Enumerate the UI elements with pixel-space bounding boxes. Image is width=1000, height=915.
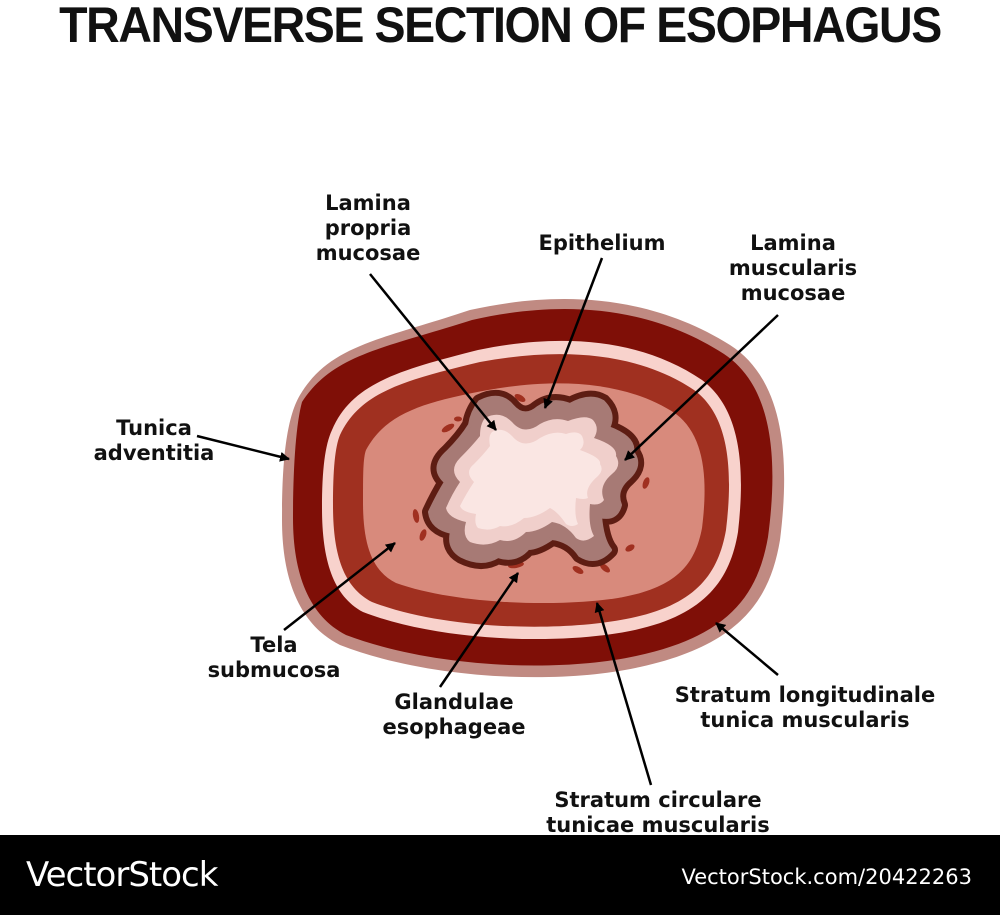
label-arrows [196,257,779,786]
label-tela-submucosa: Tela submucosa [207,633,341,682]
stock-id-text: VectorStock.com/20422263 [681,865,972,889]
brand-logo-text: VectorStock [26,855,218,895]
label-lamina-propria-mucosae: Lamina propria mucosae [315,191,421,265]
arrow-stratum-circulare [594,602,653,786]
arrow-tela-submucosa [283,542,396,631]
page-title: TRANSVERSE SECTION OF ESOPHAGUS [59,0,942,53]
arrow-tunica-adventitia [196,434,290,462]
arrow-epithelium [543,257,604,409]
arrow-glandulae [438,572,520,688]
arrow-stratum-longitudinale [715,622,779,676]
arrow-lamina-muscularis [624,314,779,461]
lumen [460,429,602,530]
label-glandulae-esophageae: Glandulae esophageae [382,690,526,739]
watermark-footer: VectorStock VectorStock.com/20422263 [0,835,1000,915]
arrow-lamina-propria [369,273,497,431]
esophagus-cross-section [282,299,785,678]
label-stratum-circulare: Stratum circulare tunicae muscularis [546,788,770,837]
label-epithelium: Epithelium [538,231,666,255]
label-tunica-adventitia: Tunica adventitia [93,416,215,465]
label-stratum-longitudinale: Stratum longitudinale tunica muscularis [674,683,936,732]
label-lamina-muscularis-mucosae: Lamina muscularis mucosae [728,231,858,305]
esophagus-diagram [196,257,785,786]
